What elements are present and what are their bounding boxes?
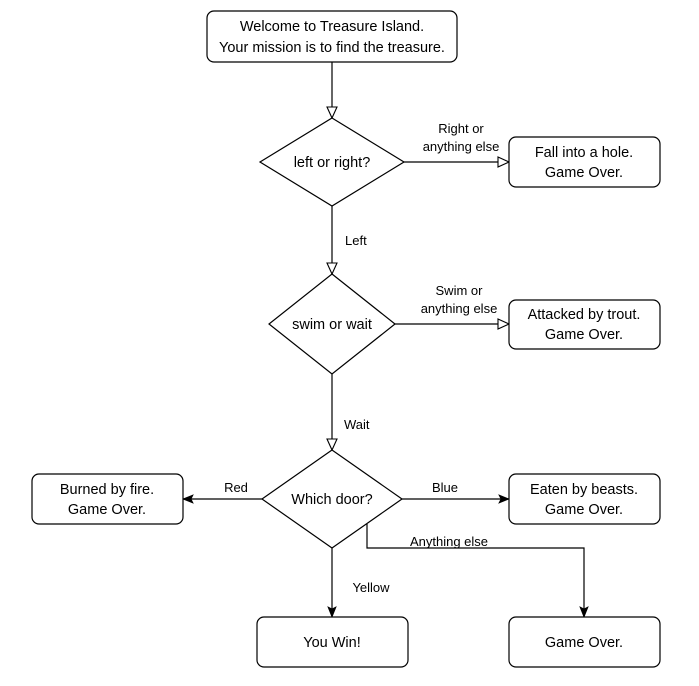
burned-fire-line2: Game Over. (68, 502, 146, 518)
edge-label-right-else-line1: Right or (438, 121, 484, 136)
edge-label-red: Red (224, 480, 248, 495)
fall-hole-line1: Fall into a hole. (535, 145, 633, 161)
edge-label-swim-else-line2: anything else (421, 301, 498, 316)
game-over-node: Game Over. (508, 616, 661, 668)
burned-fire-node: Burned by fire. Game Over. (31, 473, 184, 525)
decision-door-label: Which door? (291, 492, 372, 508)
decision-swim-wait-label: swim or wait (292, 317, 372, 333)
edge-label-right-else-line2: anything else (423, 139, 500, 154)
eaten-beasts-line2: Game Over. (545, 502, 623, 518)
decision-door: Which door? (260, 449, 404, 549)
decision-left-right-label: left or right? (294, 155, 371, 171)
decision-swim-wait: swim or wait (268, 273, 396, 375)
game-over-label: Game Over. (545, 635, 623, 651)
attacked-trout-line1: Attacked by trout. (528, 307, 641, 323)
eaten-beasts-line1: Eaten by beasts. (530, 482, 638, 498)
eaten-beasts-node: Eaten by beasts. Game Over. (508, 473, 661, 525)
edge-else-to-game-over (366, 524, 589, 619)
edge-label-blue: Blue (432, 480, 458, 495)
you-win-node: You Win! (256, 616, 409, 668)
you-win-label: You Win! (303, 635, 361, 651)
attacked-trout-node: Attacked by trout. Game Over. (508, 299, 661, 350)
edge-label-left: Left (345, 233, 367, 248)
attacked-trout-line2: Game Over. (545, 327, 623, 343)
start-node: Welcome to Treasure Island. Your mission… (206, 10, 458, 63)
edge-label-yellow: Yellow (352, 580, 390, 595)
start-node-line1: Welcome to Treasure Island. (240, 19, 424, 35)
edge-label-anything-else: Anything else (410, 534, 488, 549)
fall-hole-node: Fall into a hole. Game Over. (508, 136, 661, 188)
burned-fire-line1: Burned by fire. (60, 482, 154, 498)
decision-left-right: left or right? (258, 117, 406, 207)
fall-hole-line2: Game Over. (545, 165, 623, 181)
edge-label-swim-else-line1: Swim or (436, 283, 484, 298)
edge-label-wait: Wait (344, 417, 370, 432)
start-node-line2: Your mission is to find the treasure. (219, 40, 445, 56)
